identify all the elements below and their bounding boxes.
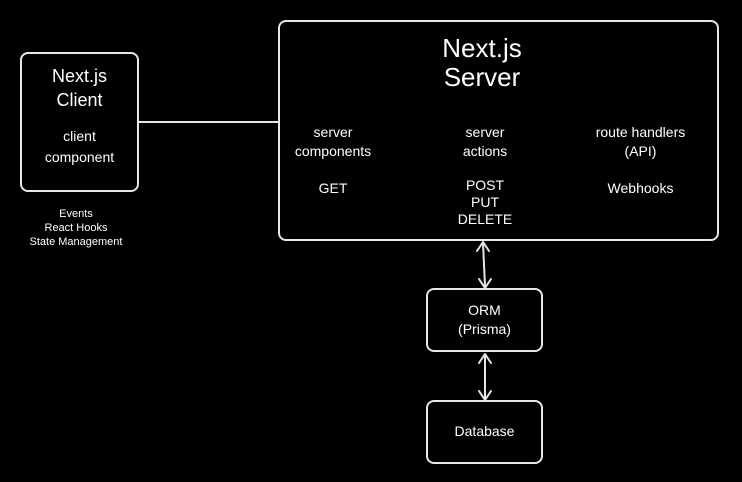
server-orm-arrowhead-top [476,241,490,252]
client-note-react-hooks: React Hooks [44,222,108,234]
server-components-heading-line2: components [294,143,372,159]
server-actions-method-put: PUT [471,194,499,210]
server-actions-method-delete: DELETE [457,211,513,227]
server-components-heading-line1: server [313,124,353,140]
client-title-line2: Client [56,90,103,110]
client-note-events: Events [59,208,93,220]
orm-label-line1: ORM [468,302,501,318]
route-handlers-webhooks: Webhooks [607,180,674,196]
client-title-line1: Next.js [51,66,107,86]
client-box [20,52,139,192]
orm-label-line2: (Prisma) [458,321,511,337]
orm-box [426,288,543,352]
server-title-line2: Server [443,62,521,92]
server-title-line1: Next.js [442,33,522,63]
server-components-method-get: GET [318,180,348,196]
server-box [278,20,719,241]
orm-database-arrowhead-top [478,353,492,364]
server-orm-connector [482,242,486,287]
server-actions-heading-line2: actions [462,143,508,159]
database-label: Database [454,423,515,439]
route-handlers-heading-line1: route handlers [595,124,686,140]
database-box [426,400,543,464]
route-handlers-heading-line2: (API) [624,143,657,159]
server-actions-method-post: POST [465,177,505,193]
client-note-state-management: State Management [29,236,123,248]
server-actions-heading-line1: server [465,124,505,140]
client-sub-line1: client [63,128,96,144]
client-sub-line2: component [44,149,115,165]
